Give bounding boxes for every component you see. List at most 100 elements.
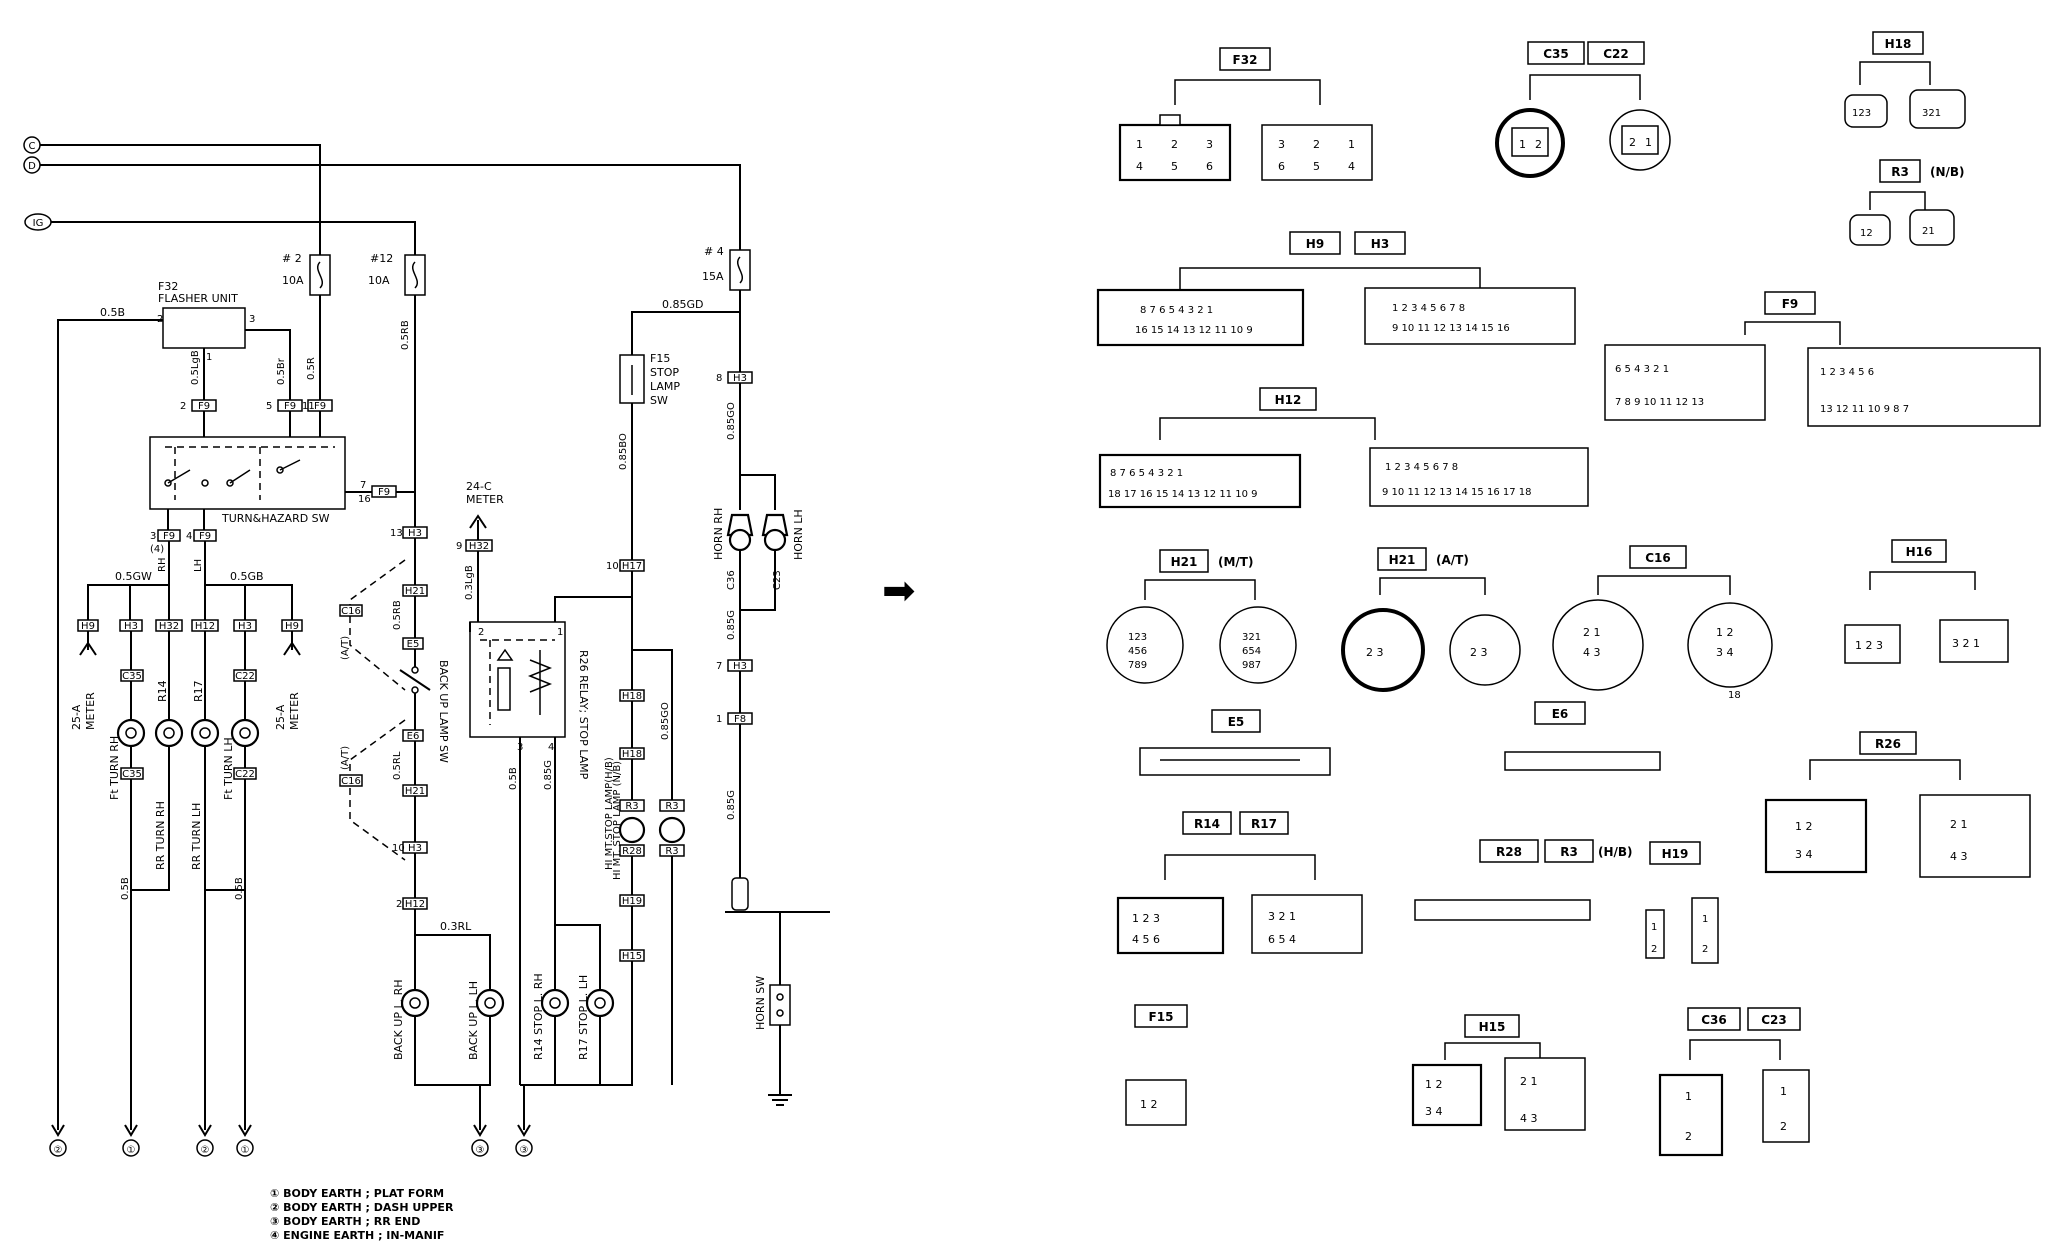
flasher-unit: F32 FLASHER UNIT 2 3 1 0.5B 0.5LgB 0.5Br… xyxy=(57,280,321,1130)
turn-hazard-switch: TURN&HAZARD SW F9 7 16 xyxy=(149,411,415,530)
ground-markers: ② ① ② ① ③ ③ xyxy=(49,1124,533,1157)
backup-rh-label: BACK UP L. RH xyxy=(392,980,405,1061)
ft-turn-lh-label: Ft TURN LH xyxy=(222,737,235,800)
svg-text:C35: C35 xyxy=(122,769,142,780)
stop-lh-label: R17 STOP L. LH xyxy=(577,975,590,1060)
backup-lamp-circuit: 0.5RB H3 13 H21 E5 0.5RB BACK UP LAMP SW… xyxy=(339,295,505,1130)
svg-text:H15: H15 xyxy=(622,951,642,962)
conn-h18-label: H18 xyxy=(1885,37,1912,51)
svg-text:1 2: 1 2 xyxy=(1425,1078,1443,1091)
wire-0-5lgb: 0.5LgB xyxy=(190,350,201,385)
backup-lh-label: BACK UP L. LH xyxy=(467,981,480,1060)
stop-lamp-circuit: 0.85GD F15 STOP LAMP SW 0.85BO H17 10 2 … xyxy=(456,290,741,1130)
backup-switch-label: BACK UP LAMP SW xyxy=(437,660,450,763)
svg-text:1 2 3 4 5 6 7 8: 1 2 3 4 5 6 7 8 xyxy=(1392,303,1465,314)
svg-text:F9: F9 xyxy=(199,531,211,542)
svg-text:C23: C23 xyxy=(772,570,783,590)
svg-text:2 1: 2 1 xyxy=(1950,818,1968,831)
conn-h21-mt-label: H21 xyxy=(1171,555,1198,569)
horn-rh-label: HORN RH xyxy=(712,508,725,560)
svg-text:R3: R3 xyxy=(625,801,638,812)
svg-text:456: 456 xyxy=(1128,646,1147,657)
svg-text:H18: H18 xyxy=(622,691,642,702)
svg-text:H3: H3 xyxy=(124,621,138,632)
meter-25a-right-line2: METER xyxy=(288,692,301,730)
wire-0-5r: 0.5R xyxy=(306,357,317,380)
legend-item-body-earth-platform: ① BODY EARTH ; PLAT FORM xyxy=(270,1187,445,1200)
conn-r3b-label: R3 xyxy=(1560,845,1578,859)
svg-text:1: 1 xyxy=(716,714,722,725)
svg-text:9: 9 xyxy=(456,541,462,552)
legend-item-body-earth-rr-end: ③ BODY EARTH ; RR END xyxy=(270,1215,421,1228)
meter-24c-line1: 24-C xyxy=(466,480,492,493)
svg-text:E6: E6 xyxy=(407,731,420,742)
svg-text:654: 654 xyxy=(1242,646,1261,657)
svg-text:6 5 4: 6 5 4 xyxy=(1268,933,1296,946)
conn-c16-pin: 18 xyxy=(1728,690,1741,701)
r17-label: R17 xyxy=(192,680,205,702)
fuse-4-amp: 15A xyxy=(702,270,724,283)
svg-text:8 7 6 5 4 3 2 1: 8 7 6 5 4 3 2 1 xyxy=(1140,305,1213,316)
svg-text:12: 12 xyxy=(1860,228,1873,239)
svg-text:2: 2 xyxy=(396,899,402,910)
wire-0-5b-lh: 0.5B xyxy=(234,877,245,900)
svg-text:1 2 3 4 5 6: 1 2 3 4 5 6 xyxy=(1820,367,1874,378)
svg-text:1: 1 xyxy=(1685,1090,1692,1103)
svg-text:R3: R3 xyxy=(665,846,678,857)
svg-text:16 15 14 13 12 11 10 9: 16 15 14 13 12 11 10 9 xyxy=(1135,325,1253,336)
conn-r28-label: R28 xyxy=(1496,845,1522,859)
conn-h15-label: H15 xyxy=(1479,1020,1506,1034)
conn-h21-at-note: (A/T) xyxy=(1436,553,1469,567)
svg-text:2: 2 xyxy=(1313,138,1320,151)
svg-text:F9: F9 xyxy=(284,401,296,412)
svg-text:H12: H12 xyxy=(195,621,215,632)
stop-lamp-sw-line1: STOP xyxy=(650,366,679,379)
conn-h16-label: H16 xyxy=(1906,545,1933,559)
conn-r3-label: R3 xyxy=(1891,165,1909,179)
stop-lamp-sw-code: F15 xyxy=(650,352,670,365)
turn-bus-wires: RH LH 0.5GW 0.5GB xyxy=(87,541,293,620)
r14-label: R14 xyxy=(156,680,169,702)
svg-text:2 3: 2 3 xyxy=(1470,646,1488,659)
terminal-c: C xyxy=(29,141,36,152)
svg-text:1: 1 xyxy=(1348,138,1355,151)
svg-text:(4): (4) xyxy=(150,544,164,555)
svg-text:18 17 16 15 14 13 12 11 10 9: 18 17 16 15 14 13 12 11 10 9 xyxy=(1108,489,1258,500)
svg-text:1 2 3: 1 2 3 xyxy=(1855,639,1883,652)
wire-0-85g-horn: 0.85G xyxy=(726,610,737,640)
f9-connectors-lower: F9 3 F9 4 (4) xyxy=(150,529,217,555)
stop-lamp-sw-line3: SW xyxy=(650,394,668,407)
conn-r3-note: (N/B) xyxy=(1930,165,1965,179)
svg-text:10: 10 xyxy=(392,843,405,854)
stop-rh-label: R14 STOP L. RH xyxy=(532,973,545,1060)
fuses: # 2 10A #12 10A # 4 15A xyxy=(282,245,751,296)
svg-text:R3: R3 xyxy=(665,801,678,812)
svg-text:C16: C16 xyxy=(341,776,361,787)
svg-text:1: 1 xyxy=(1651,922,1657,933)
turn-hazard-switch-label: TURN&HAZARD SW xyxy=(221,512,330,525)
svg-text:H21: H21 xyxy=(405,786,425,797)
svg-text:789: 789 xyxy=(1128,660,1147,671)
wire-0-5rb-2: 0.5RB xyxy=(392,600,403,630)
svg-text:2: 2 xyxy=(1535,138,1542,151)
wire-0-5gb: 0.5GB xyxy=(230,570,264,583)
svg-text:H3: H3 xyxy=(408,528,422,539)
meter-row-connectors: H9 H3 H32 H12 H3 H9 25-A METER 25-A METE… xyxy=(70,619,303,730)
svg-text:2: 2 xyxy=(1629,136,1636,149)
rr-turn-lh-label: RR TURN LH xyxy=(190,803,203,870)
svg-text:123: 123 xyxy=(1128,632,1147,643)
svg-text:1 2: 1 2 xyxy=(1795,820,1813,833)
svg-text:3: 3 xyxy=(1278,138,1285,151)
svg-text:4 3: 4 3 xyxy=(1583,646,1601,659)
svg-text:4: 4 xyxy=(186,531,192,542)
svg-text:3: 3 xyxy=(1206,138,1213,151)
conn-c23-label: C23 xyxy=(1761,1013,1787,1027)
conn-r3b-note: (H/B) xyxy=(1598,845,1633,859)
svg-text:2: 2 xyxy=(1651,944,1657,955)
f9-connectors-upper: F9 2 F9 5 F9 11 xyxy=(180,399,333,412)
svg-text:3 2 1: 3 2 1 xyxy=(1952,637,1980,650)
svg-text:F9: F9 xyxy=(314,401,326,412)
svg-text:H12: H12 xyxy=(405,899,425,910)
svg-text:H32: H32 xyxy=(159,621,179,632)
svg-text:4 3: 4 3 xyxy=(1520,1112,1538,1125)
